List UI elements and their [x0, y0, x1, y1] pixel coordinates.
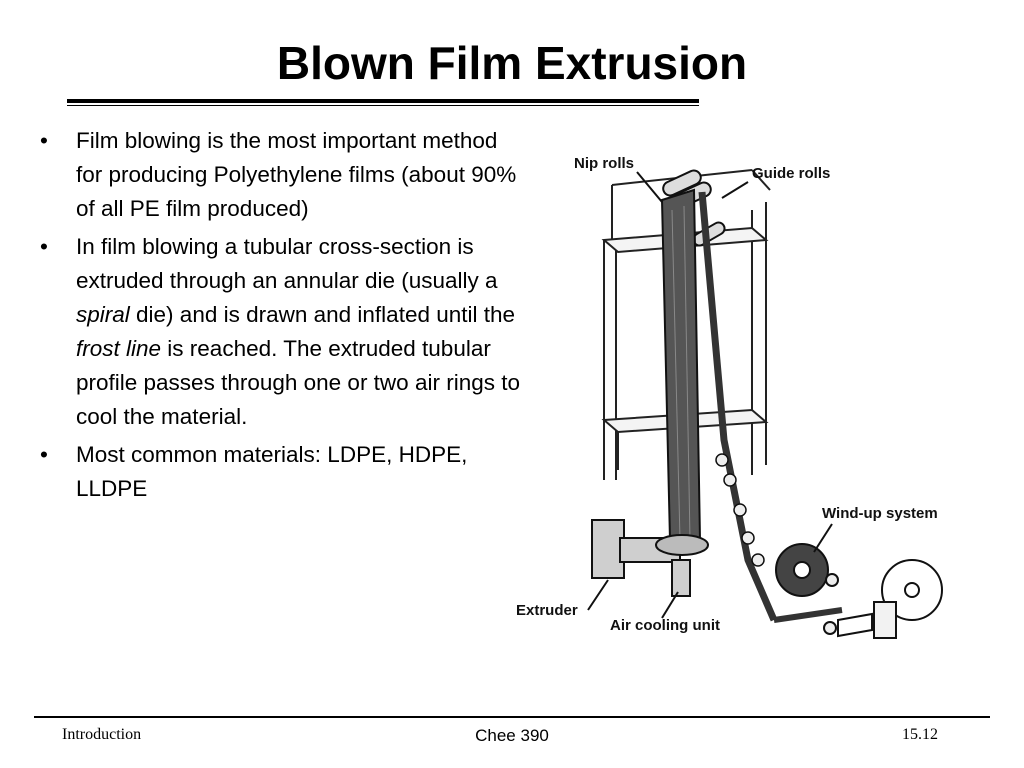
label-wind-up-system: Wind-up system [822, 505, 938, 522]
bullet-text-italic: frost line [76, 336, 162, 361]
bullet-marker: • [40, 128, 48, 153]
bullet-text-part: die) and is drawn and inflated until the [129, 302, 516, 327]
bullet-item: • Most common materials: LDPE, HDPE, LLD… [36, 438, 526, 506]
footer-page-number: 15.12 [902, 726, 938, 743]
bullet-marker: • [40, 234, 48, 259]
footer-course: Chee 390 [475, 726, 549, 745]
bullet-text-italic: spiral [76, 302, 130, 327]
label-guide-rolls: Guide rolls [752, 165, 830, 182]
finished-roll [837, 559, 943, 639]
bullet-text-part: In film blowing a tubular cross-section … [76, 234, 498, 293]
extruder [591, 519, 709, 597]
guide-roll-chain [715, 453, 765, 567]
film-path [698, 191, 778, 622]
wind-up-roll [773, 543, 843, 635]
bullet-text: Most common materials: LDPE, HDPE, LLDPE [76, 442, 468, 501]
label-extruder: Extruder [516, 602, 578, 619]
slide-title: Blown Film Extrusion [276, 37, 748, 89]
blown-film-diagram: Nip rolls Guide rolls Wind-up system Ext… [516, 155, 943, 639]
film-bubble [660, 188, 702, 552]
bullet-marker: • [40, 442, 48, 467]
bullet-list: • Film blowing is the most important met… [36, 124, 526, 510]
bullet-text: Film blowing is the most important metho… [76, 128, 517, 221]
bullet-item: • In film blowing a tubular cross-sectio… [36, 230, 526, 434]
title-underline [67, 99, 699, 103]
label-air-cooling-unit: Air cooling unit [610, 617, 720, 634]
footer-divider [34, 716, 990, 718]
footer-section: Introduction [62, 726, 142, 743]
label-nip-rolls: Nip rolls [574, 155, 634, 172]
bullet-item: • Film blowing is the most important met… [36, 124, 526, 226]
title-underline-thin [67, 105, 699, 106]
bullet-text-part: is reached. The extruded tubular profile… [76, 336, 520, 429]
